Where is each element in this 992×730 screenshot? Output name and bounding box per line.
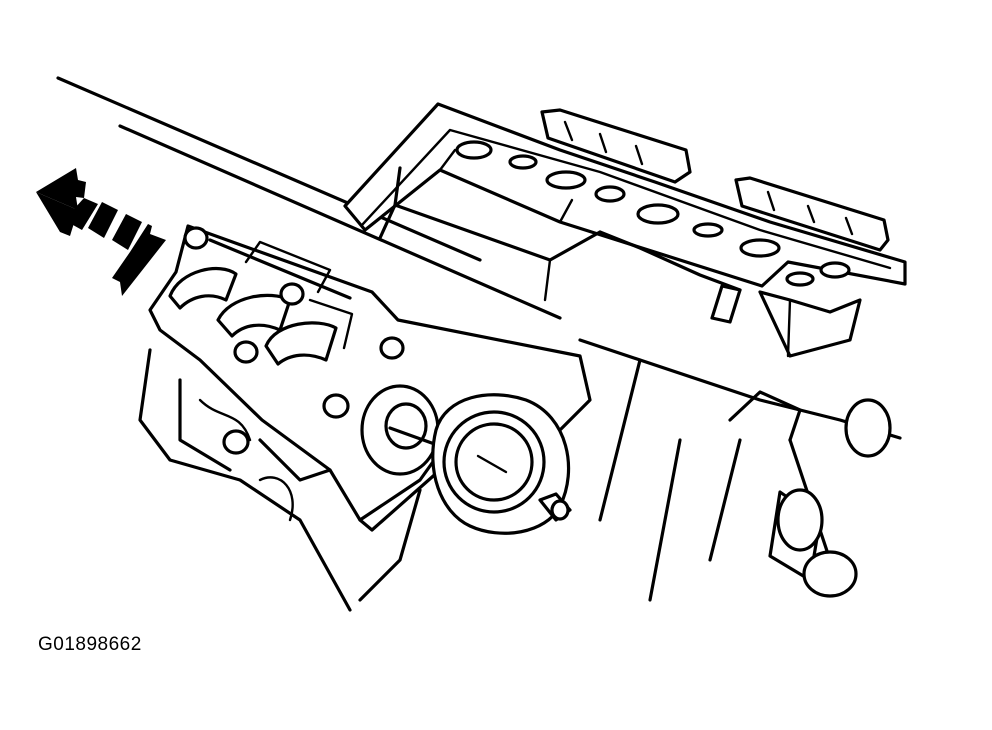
- cap-bolts: [183, 226, 405, 455]
- figure-id-label: G01898662: [38, 634, 142, 655]
- lower-casting: [138, 348, 422, 612]
- head-ports: [455, 140, 851, 287]
- movement-arrow-icon: [36, 168, 166, 296]
- bearing-cap-plate: [148, 224, 592, 532]
- lower-block: [578, 338, 902, 602]
- dial-indicator: [360, 384, 572, 535]
- upper-edge-lines: [56, 76, 562, 320]
- head-inner-walls: [378, 166, 862, 358]
